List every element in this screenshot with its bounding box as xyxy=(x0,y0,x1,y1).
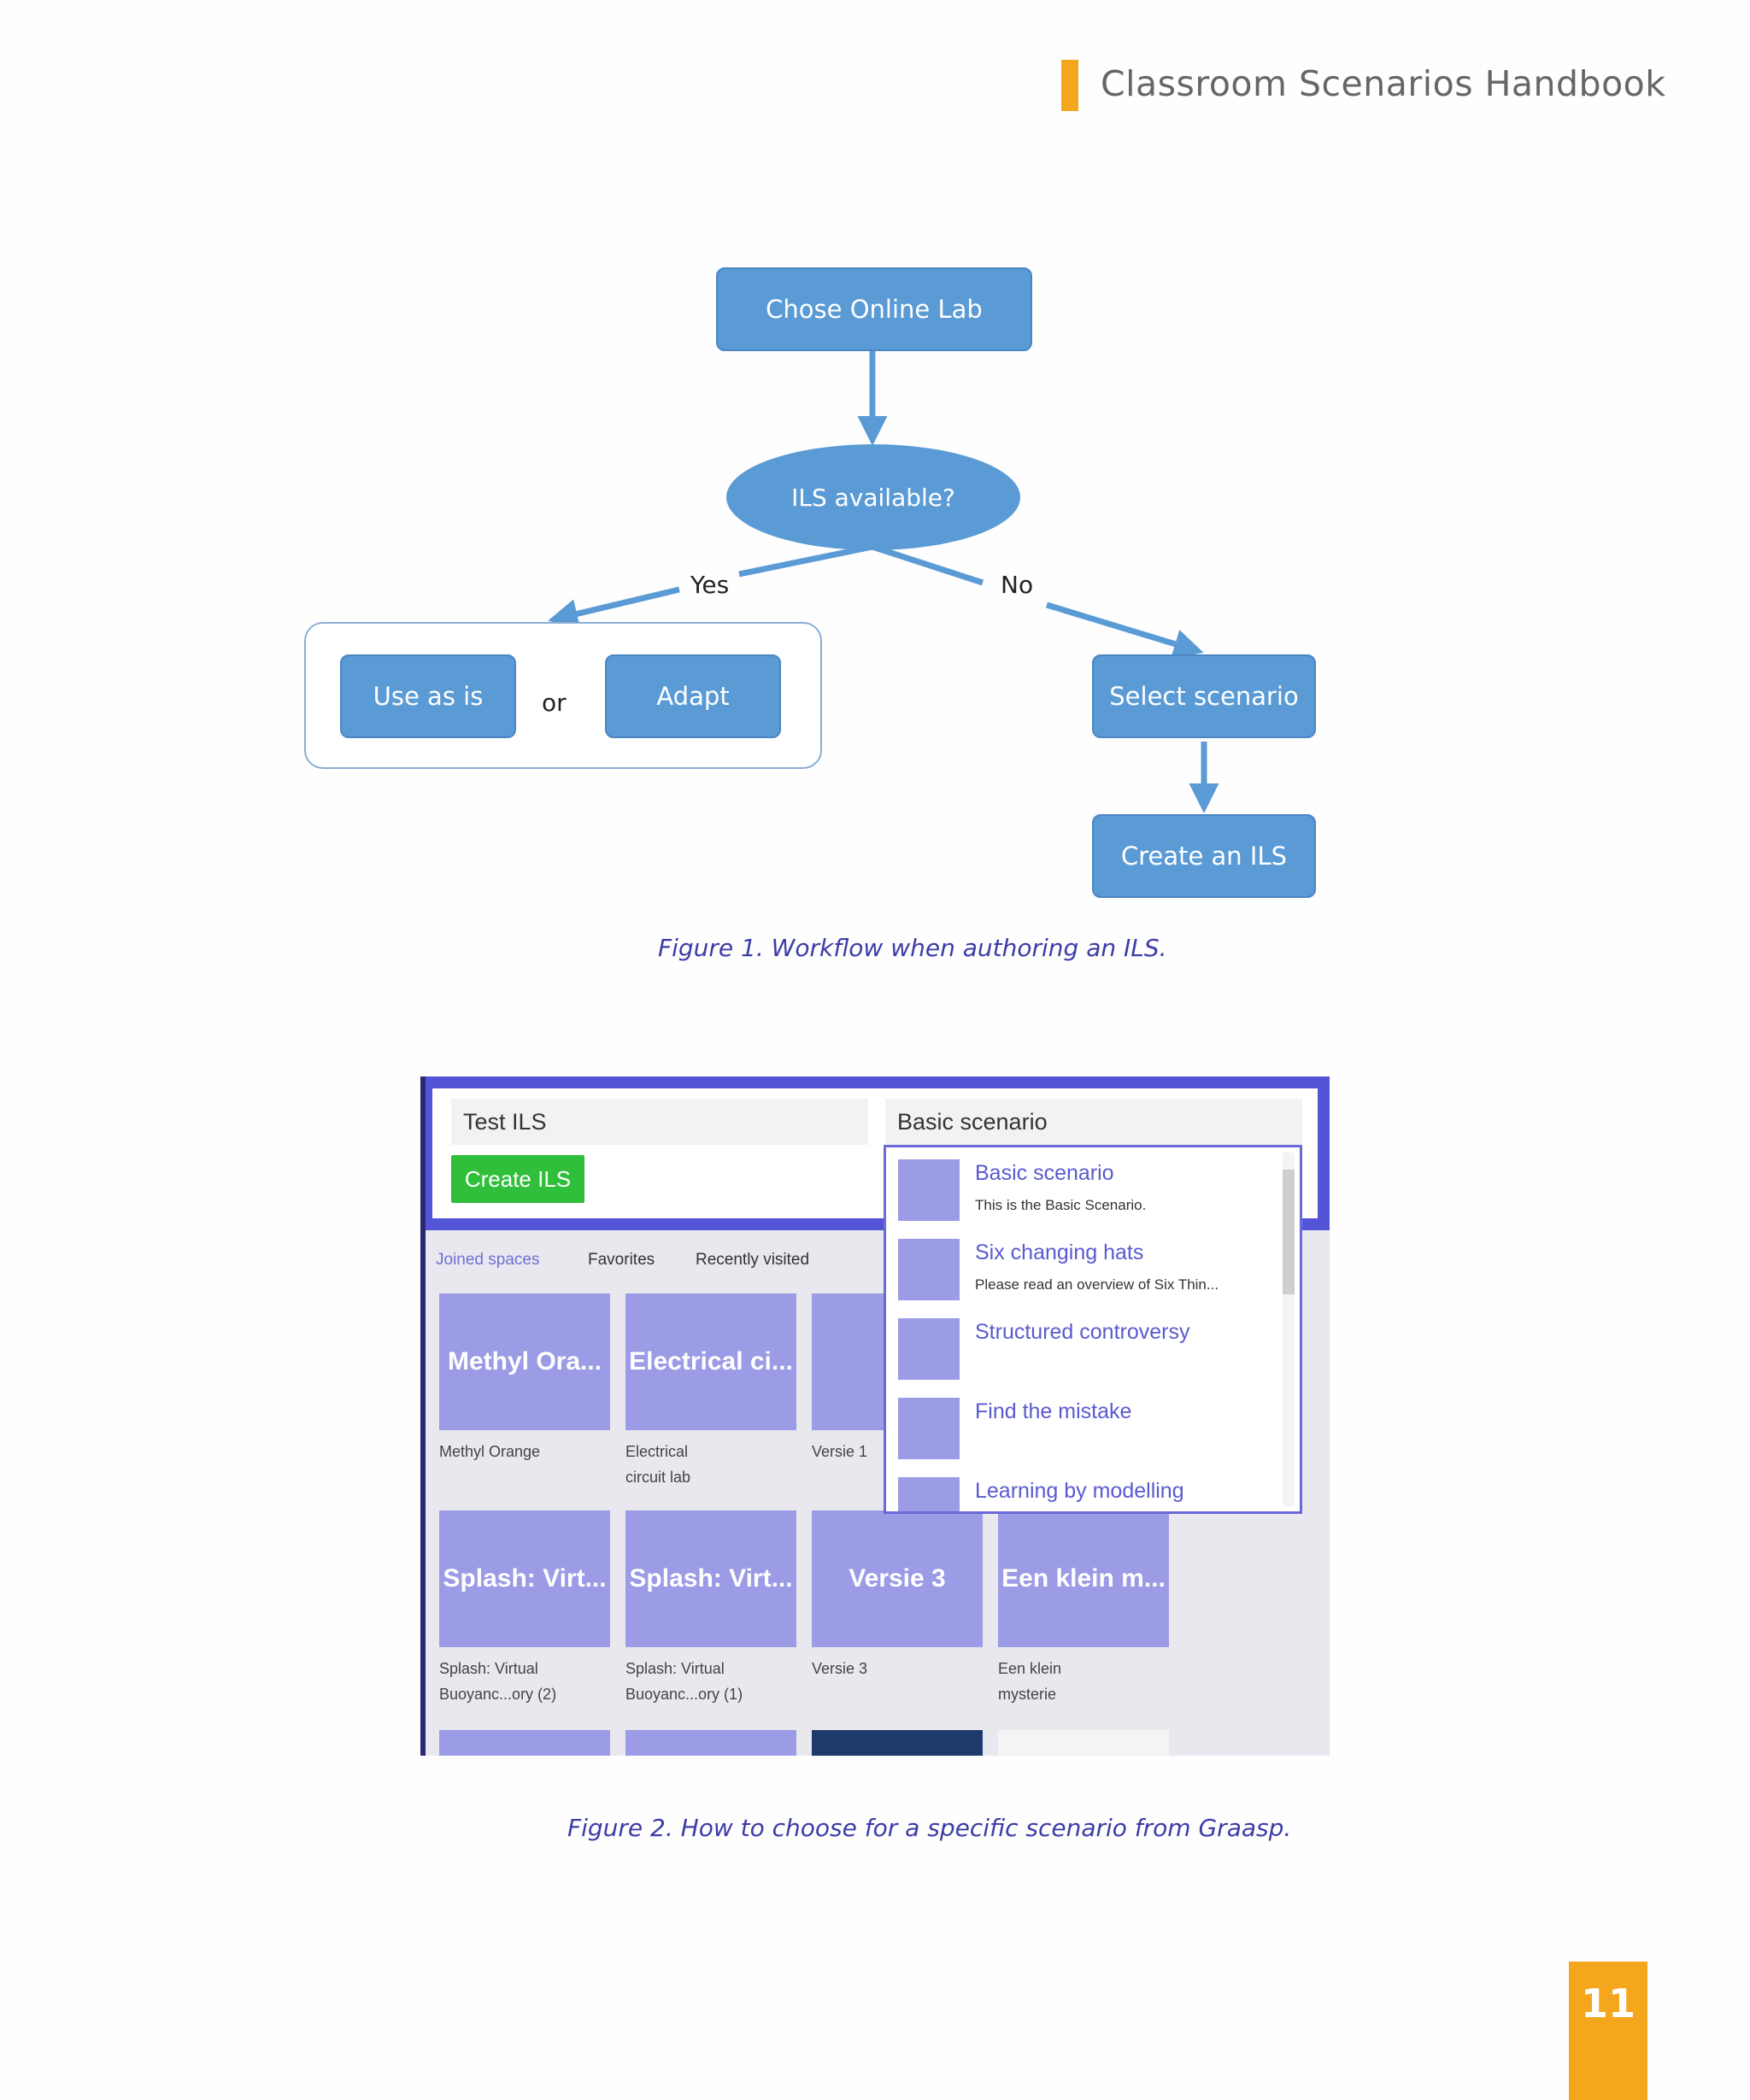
window-edge xyxy=(420,1076,426,1756)
or-label: or xyxy=(542,689,567,717)
space-tile[interactable]: Electrical ci... xyxy=(625,1293,796,1430)
space-tile[interactable]: Een klein m... xyxy=(998,1510,1169,1647)
space-tile[interactable]: Splash: Virt... xyxy=(439,1510,610,1647)
space-tile-caption: Splash: Virtual Buoyanc...ory (2) xyxy=(439,1660,557,1703)
node-create-ils: Create an ILS xyxy=(1092,814,1316,898)
dropdown-option[interactable]: Structured controversy xyxy=(898,1313,1274,1381)
dropdown-option-title: Learning by modelling xyxy=(975,1479,1184,1503)
space-tile-partial[interactable] xyxy=(812,1730,983,1756)
space-tile-caption: Methyl Orange xyxy=(439,1443,541,1460)
tab-favorites[interactable]: Favorites xyxy=(588,1251,655,1269)
tab-joined-spaces[interactable]: Joined spaces xyxy=(436,1251,540,1269)
dropdown-option[interactable]: Basic scenario This is the Basic Scenari… xyxy=(898,1154,1274,1223)
figure1-caption: Figure 1. Workflow when authoring an ILS… xyxy=(658,934,1167,962)
tab-recently-visited[interactable]: Recently visited xyxy=(696,1251,810,1269)
create-ils-button[interactable]: Create ILS xyxy=(451,1155,584,1203)
space-tile-caption: Een klein mysterie xyxy=(998,1660,1062,1703)
node-chose-online-lab: Chose Online Lab xyxy=(716,267,1032,351)
scenario-select[interactable]: Basic scenario xyxy=(885,1099,1302,1145)
page-number-tab xyxy=(1569,1962,1647,2100)
space-tile-caption: Versie 3 xyxy=(812,1660,868,1677)
dropdown-option-title: Find the mistake xyxy=(975,1399,1132,1423)
scenario-thumbnail xyxy=(898,1477,960,1511)
dropdown-option-title: Structured controversy xyxy=(975,1320,1190,1344)
dropdown-option-title: Basic scenario xyxy=(975,1161,1114,1185)
dropdown-option[interactable]: Six changing hats Please read an overvie… xyxy=(898,1234,1274,1302)
dropdown-option-desc: This is the Basic Scenario. xyxy=(975,1197,1147,1213)
figure2-caption: Figure 2. How to choose for a specific s… xyxy=(567,1814,1292,1842)
page-number: 11 xyxy=(1580,1980,1635,2027)
dropdown-option-title: Six changing hats xyxy=(975,1241,1144,1264)
node-use-as-is: Use as is xyxy=(340,654,516,738)
space-tile-partial[interactable] xyxy=(998,1730,1169,1756)
node-ils-available: ILS available? xyxy=(726,444,1020,550)
edge-label-no: No xyxy=(1001,571,1034,599)
scenario-thumbnail xyxy=(898,1398,960,1459)
space-tile-caption: Splash: Virtual Buoyanc...ory (1) xyxy=(625,1660,743,1703)
dropdown-option[interactable]: Find the mistake xyxy=(898,1393,1274,1461)
flowchart-connectors xyxy=(548,350,1219,813)
dropdown-scrollbar-thumb[interactable] xyxy=(1283,1170,1295,1294)
space-tile-partial[interactable] xyxy=(625,1730,796,1756)
dropdown-option-desc: Please read an overview of Six Thin... xyxy=(975,1276,1219,1293)
node-select-scenario: Select scenario xyxy=(1092,654,1316,738)
node-adapt: Adapt xyxy=(605,654,781,738)
space-tile-caption: Versie 1 xyxy=(812,1443,868,1460)
space-tile-partial[interactable] xyxy=(439,1730,610,1756)
scenario-dropdown[interactable]: Basic scenario This is the Basic Scenari… xyxy=(884,1145,1302,1514)
scenario-thumbnail xyxy=(898,1159,960,1221)
space-tile[interactable]: Methyl Ora... xyxy=(439,1293,610,1430)
graasp-screenshot: Test ILS Basic scenario Create ILS Joine… xyxy=(420,1076,1330,1756)
space-tile[interactable]: Versie 3 xyxy=(812,1510,983,1647)
space-tile[interactable]: Splash: Virt... xyxy=(625,1510,796,1647)
scenario-thumbnail xyxy=(898,1318,960,1380)
space-tile-caption: Electrical circuit lab xyxy=(625,1443,691,1486)
ils-name-input[interactable]: Test ILS xyxy=(451,1099,868,1145)
header-accent-bar xyxy=(1061,60,1078,111)
dropdown-option[interactable]: Learning by modelling xyxy=(898,1472,1274,1511)
scenario-thumbnail xyxy=(898,1239,960,1300)
edge-label-yes: Yes xyxy=(690,571,730,599)
running-header: Classroom Scenarios Handbook xyxy=(1101,63,1666,104)
